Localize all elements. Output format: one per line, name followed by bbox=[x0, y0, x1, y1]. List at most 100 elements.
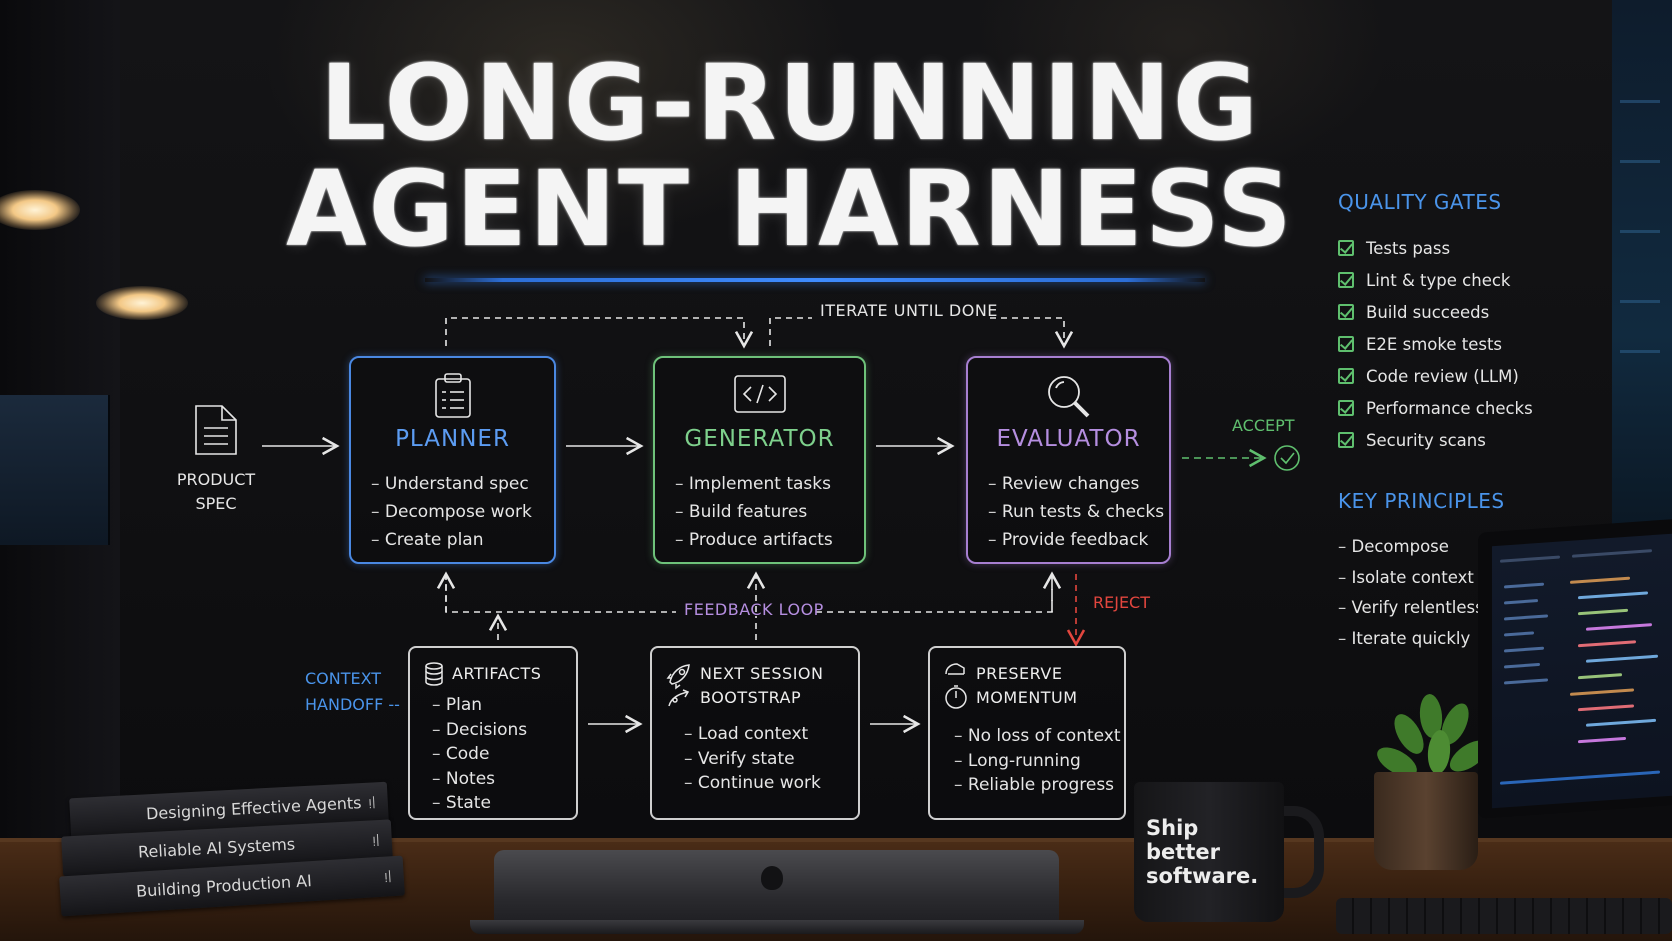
list-item: Produce artifacts bbox=[675, 526, 833, 554]
list-item: E2E smoke tests bbox=[1338, 328, 1533, 360]
iterate-label: ITERATE UNTIL DONE bbox=[820, 301, 998, 320]
list-item: Provide feedback bbox=[988, 526, 1164, 554]
artifacts-box: ARTIFACTS Plan Decisions Code Notes Stat… bbox=[408, 646, 578, 820]
quality-gates-title: QUALITY GATES bbox=[1338, 190, 1502, 214]
list-item: Reliable progress bbox=[954, 773, 1121, 798]
clipboard-icon bbox=[351, 372, 554, 420]
planner-items: Understand spec Decompose work Create pl… bbox=[371, 470, 532, 554]
next-session-items: Load context Verify state Continue work bbox=[684, 722, 821, 796]
keyboard bbox=[1336, 898, 1672, 934]
iterate-loop-left bbox=[446, 318, 744, 346]
rocket-icon bbox=[666, 662, 692, 710]
list-item: Iterate quickly bbox=[1338, 624, 1498, 655]
gate-label: Security scans bbox=[1366, 431, 1486, 450]
list-item: Run tests & checks bbox=[988, 498, 1164, 526]
generator-items: Implement tasks Build features Produce a… bbox=[675, 470, 833, 554]
book-2-title: Reliable AI Systems bbox=[138, 834, 296, 861]
list-item: State bbox=[432, 791, 527, 816]
document-icon bbox=[196, 406, 236, 454]
context-handoff-label: CONTEXT HANDOFF -- bbox=[305, 666, 400, 718]
list-item: Code review (LLM) bbox=[1338, 360, 1533, 392]
accept-label: ACCEPT bbox=[1232, 416, 1295, 435]
planner-box: PLANNER Understand spec Decompose work C… bbox=[349, 356, 556, 564]
checkbox-checked-icon bbox=[1338, 336, 1354, 352]
list-item: Performance checks bbox=[1338, 392, 1533, 424]
list-item: Decisions bbox=[432, 718, 527, 743]
key-principles-title: KEY PRINCIPLES bbox=[1338, 489, 1505, 513]
preserve-items: No loss of context Long-running Reliable… bbox=[954, 724, 1121, 798]
checkbox-checked-icon bbox=[1338, 400, 1354, 416]
list-item: Review changes bbox=[988, 470, 1164, 498]
checkbox-checked-icon bbox=[1338, 272, 1354, 288]
apple-logo-icon bbox=[761, 866, 783, 890]
list-item: Isolate context bbox=[1338, 563, 1498, 594]
generator-title: GENERATOR bbox=[655, 426, 864, 452]
gate-label: Code review (LLM) bbox=[1366, 367, 1519, 386]
evaluator-items: Review changes Run tests & checks Provid… bbox=[988, 470, 1164, 554]
list-item: Continue work bbox=[684, 771, 821, 796]
book-3-title: Building Production AI bbox=[136, 871, 313, 901]
checkbox-checked-icon bbox=[1338, 240, 1354, 256]
list-item: Long-running bbox=[954, 749, 1121, 774]
list-item: Plan bbox=[432, 693, 527, 718]
iterate-loop-right bbox=[770, 318, 1064, 346]
laptop-base bbox=[470, 920, 1084, 934]
planner-title: PLANNER bbox=[351, 426, 554, 452]
mug-text-line-3: software. bbox=[1146, 864, 1258, 888]
code-icon bbox=[655, 372, 864, 420]
mug-text-line-2: better bbox=[1146, 840, 1258, 864]
gate-label: Lint & type check bbox=[1366, 271, 1510, 290]
list-item: Implement tasks bbox=[675, 470, 833, 498]
product-spec-label: PRODUCT SPEC bbox=[168, 468, 264, 516]
next-session-title-line-2: BOOTSTRAP bbox=[700, 686, 823, 710]
list-item: Verify state bbox=[684, 747, 821, 772]
mug-text-line-1: Ship bbox=[1146, 816, 1258, 840]
context-handoff-line-1: CONTEXT bbox=[305, 666, 400, 692]
list-item: No loss of context bbox=[954, 724, 1121, 749]
generator-box: GENERATOR Implement tasks Build features… bbox=[653, 356, 866, 564]
checkbox-checked-icon bbox=[1338, 432, 1354, 448]
quality-gates-list: Tests pass Lint & type check Build succe… bbox=[1338, 232, 1533, 456]
context-handoff-line-2: HANDOFF -- bbox=[305, 692, 400, 718]
accept-check-icon bbox=[1275, 446, 1299, 470]
book-1-title: Designing Effective Agents bbox=[146, 793, 362, 823]
plant-pot bbox=[1374, 772, 1478, 870]
next-session-title-line-1: NEXT SESSION bbox=[700, 662, 823, 686]
database-icon bbox=[424, 662, 444, 686]
closed-laptop bbox=[494, 850, 1059, 930]
book-spine-mark: ᴉ| bbox=[372, 832, 380, 846]
stopwatch-icon bbox=[944, 662, 968, 710]
evaluator-title: EVALUATOR bbox=[968, 426, 1169, 452]
book-spine-mark: ᴉ| bbox=[368, 794, 376, 808]
list-item: Understand spec bbox=[371, 470, 532, 498]
reject-label: REJECT bbox=[1093, 593, 1150, 612]
magnifier-icon bbox=[968, 372, 1169, 420]
evaluator-box: EVALUATOR Review changes Run tests & che… bbox=[966, 356, 1171, 564]
list-item: Tests pass bbox=[1338, 232, 1533, 264]
list-item: Build succeeds bbox=[1338, 296, 1533, 328]
monitor-screen bbox=[1492, 534, 1672, 809]
key-principles-list: Decompose Isolate context Verify relentl… bbox=[1338, 532, 1498, 654]
list-item: Code bbox=[432, 742, 527, 767]
preserve-momentum-box: PRESERVE MOMENTUM No loss of context Lon… bbox=[928, 646, 1126, 820]
checkbox-checked-icon bbox=[1338, 368, 1354, 384]
list-item: Decompose bbox=[1338, 532, 1498, 563]
list-item: Notes bbox=[432, 767, 527, 792]
list-item: Load context bbox=[684, 722, 821, 747]
list-item: Verify relentlessly bbox=[1338, 593, 1498, 624]
artifacts-title: ARTIFACTS bbox=[452, 662, 541, 686]
gate-label: Performance checks bbox=[1366, 399, 1533, 418]
preserve-title-line-1: PRESERVE bbox=[976, 662, 1078, 686]
gate-label: E2E smoke tests bbox=[1366, 335, 1502, 354]
artifacts-items: Plan Decisions Code Notes State bbox=[432, 693, 527, 816]
book-spine-mark: ᴉ| bbox=[384, 868, 392, 882]
list-item: Create plan bbox=[371, 526, 532, 554]
gate-label: Tests pass bbox=[1366, 239, 1450, 258]
checkbox-checked-icon bbox=[1338, 304, 1354, 320]
product-spec-line-1: PRODUCT bbox=[168, 468, 264, 492]
list-item: Build features bbox=[675, 498, 833, 526]
gate-label: Build succeeds bbox=[1366, 303, 1489, 322]
list-item: Lint & type check bbox=[1338, 264, 1533, 296]
preserve-title-line-2: MOMENTUM bbox=[976, 686, 1078, 710]
product-spec-line-2: SPEC bbox=[168, 492, 264, 516]
